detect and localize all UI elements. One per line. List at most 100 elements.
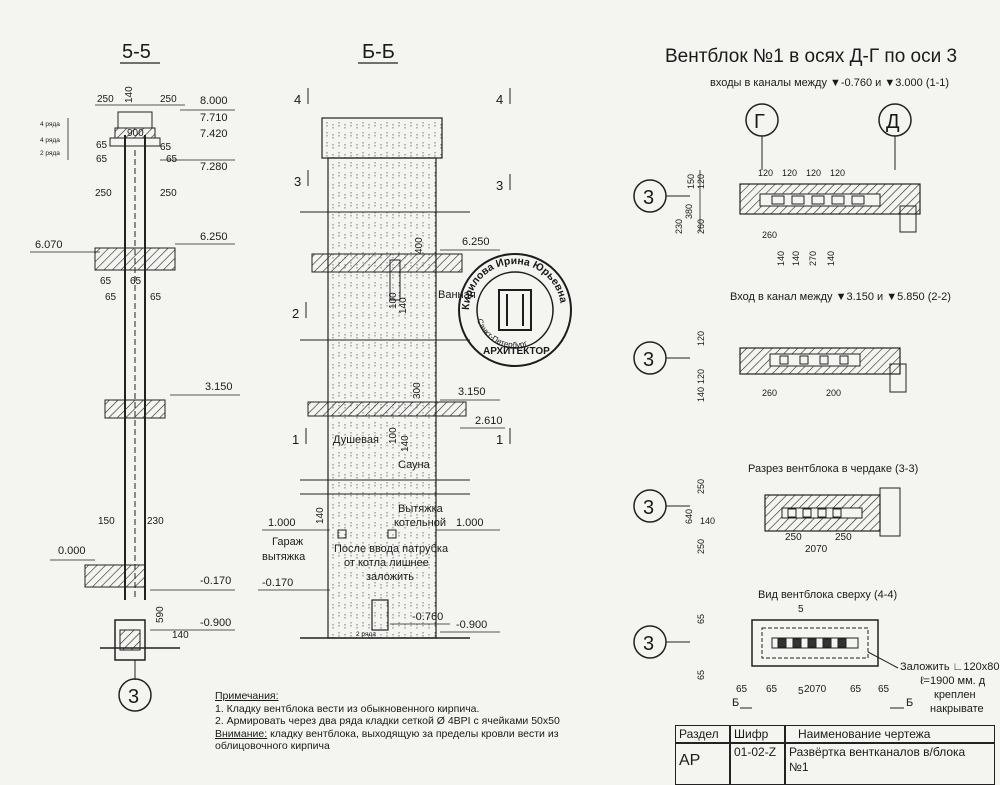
label-vytyazhka: вытяжка	[262, 551, 306, 563]
svg-text:3: 3	[643, 633, 654, 655]
svg-text:65: 65	[166, 154, 178, 165]
svg-text:3: 3	[643, 497, 654, 519]
svg-text:2.610: 2.610	[475, 415, 503, 427]
svg-text:-0.170: -0.170	[200, 575, 231, 587]
note-warning: Внимание: кладку вентблока, выходящую за…	[215, 727, 559, 740]
stamp-emblem-icon	[498, 289, 532, 331]
svg-text:260: 260	[762, 388, 777, 398]
label-vyt-kot2: котельной	[394, 517, 446, 529]
svg-text:250: 250	[696, 479, 706, 494]
svg-text:380: 380	[684, 204, 694, 219]
section-bb-title: Б-Б	[362, 41, 395, 63]
tb-razdel: АР	[675, 743, 730, 785]
note-1: 1. Кладку вентблока вести из обыкновенно…	[215, 702, 480, 715]
svg-text:150: 150	[686, 174, 696, 189]
svg-text:250: 250	[95, 188, 112, 199]
svg-text:3.150: 3.150	[458, 386, 486, 398]
svg-text:6.070: 6.070	[35, 239, 63, 251]
svg-text:120: 120	[696, 331, 706, 346]
svg-text:140: 140	[826, 251, 836, 266]
notes-block: Примечания: 1. Кладку вентблока вести из…	[215, 690, 575, 753]
svg-text:2070: 2070	[805, 544, 828, 555]
label-vyt-kot1: Вытяжка	[398, 503, 444, 515]
svg-text:65: 65	[736, 684, 748, 695]
section-5-5-title: 5-5	[122, 41, 151, 63]
label-posle1: После ввода патрубка	[334, 543, 449, 555]
axis-g-label: Г	[754, 111, 765, 133]
svg-text:300: 300	[412, 382, 423, 399]
svg-text:1: 1	[292, 432, 299, 447]
svg-text:4 ряда: 4 ряда	[40, 121, 60, 128]
svg-text:7.280: 7.280	[200, 161, 228, 173]
tb-header-shifr: Шифр	[730, 725, 785, 743]
svg-text:3: 3	[496, 178, 503, 193]
title-block: Раздел Шифр Наименование чертежа АР 01-0…	[675, 725, 995, 785]
svg-text:2: 2	[292, 306, 299, 321]
axis-d-label: Д	[886, 111, 900, 133]
tb-header-name: Наименование чертежа	[785, 725, 995, 743]
svg-text:120: 120	[696, 174, 706, 189]
note-warning-cont: облицовочного кирпича	[215, 740, 330, 752]
svg-text:250: 250	[696, 539, 706, 554]
svg-text:120: 120	[758, 168, 773, 178]
label-posle3: заложить	[366, 571, 414, 583]
svg-text:140: 140	[791, 251, 801, 266]
svg-text:140: 140	[400, 435, 411, 452]
svg-text:2070: 2070	[804, 684, 827, 695]
svg-text:3: 3	[643, 349, 654, 371]
detail-4-title: Вид вентблока сверху (4-4)	[758, 589, 897, 601]
svg-text:Кирилова Ирина Юрьевна: Кирилова Ирина Юрьевна	[460, 255, 570, 310]
svg-text:250: 250	[160, 188, 177, 199]
svg-text:-0.900: -0.900	[200, 617, 231, 629]
svg-text:65: 65	[850, 684, 862, 695]
tb-name: Развёртка вентканалов в/блока №1	[785, 743, 995, 785]
svg-text:-0.900: -0.900	[456, 619, 487, 631]
detail-2-title: Вход в канал между ▼3.150 и ▼5.850 (2-2)	[730, 291, 951, 303]
section-bb: Б-Б 4 ряда 4 3 2 1 4 3 1 400 100 140 300…	[258, 41, 511, 639]
svg-text:65: 65	[100, 276, 112, 287]
tb-header-razdel: Раздел	[675, 725, 730, 743]
main-title: Вентблок №1 в осях Д-Г по оси 3	[665, 46, 957, 67]
note-zalozhit-1: Заложить ∟120х80	[900, 661, 999, 673]
svg-text:200: 200	[826, 388, 841, 398]
svg-text:6.250: 6.250	[462, 236, 490, 248]
svg-text:140: 140	[124, 86, 135, 103]
svg-text:5: 5	[798, 604, 804, 615]
svg-text:-0.170: -0.170	[262, 577, 293, 589]
svg-text:65: 65	[696, 614, 706, 624]
svg-text:100: 100	[388, 427, 399, 444]
section-5-5: 5-5 3 250 140 250 900 65 65 65 65 250 25…	[30, 41, 240, 712]
label-garazh: Гараж	[272, 536, 304, 548]
svg-text:140: 140	[398, 297, 409, 314]
svg-text:900: 900	[127, 128, 144, 139]
svg-text:260: 260	[762, 230, 777, 240]
svg-text:65: 65	[766, 684, 778, 695]
svg-text:120: 120	[696, 369, 706, 384]
label-vannaya: Ванная	[438, 289, 476, 301]
svg-text:-0.760: -0.760	[412, 611, 443, 623]
axis-3-label-left: 3	[128, 686, 139, 708]
svg-text:2 ряда: 2 ряда	[356, 631, 376, 638]
svg-text:АРХИТЕКТОР: АРХИТЕКТОР	[483, 346, 550, 357]
svg-text:65: 65	[130, 276, 142, 287]
svg-text:4: 4	[496, 92, 503, 107]
note-zalozhit-2: ℓ=1900 мм. д	[920, 675, 986, 687]
svg-text:250: 250	[97, 94, 114, 105]
svg-text:250: 250	[835, 532, 852, 543]
svg-text:260: 260	[696, 219, 706, 234]
svg-text:1.000: 1.000	[456, 517, 484, 529]
note-zalozhit-4: накрывате	[930, 703, 984, 715]
label-sauna: Сауна	[398, 459, 431, 471]
svg-text:3: 3	[294, 174, 301, 189]
svg-text:3.150: 3.150	[205, 381, 233, 393]
axis-3-marker-left	[118, 678, 152, 712]
tb-shifr: 01-02-Z	[730, 743, 785, 785]
svg-text:140: 140	[776, 251, 786, 266]
notes-title: Примечания:	[215, 690, 279, 702]
svg-text:0.000: 0.000	[58, 545, 86, 557]
svg-text:100: 100	[388, 292, 399, 309]
svg-text:65: 65	[150, 292, 162, 303]
detail-3-title: Разрез вентблока в чердаке (3-3)	[748, 463, 918, 475]
svg-text:590: 590	[155, 606, 166, 623]
